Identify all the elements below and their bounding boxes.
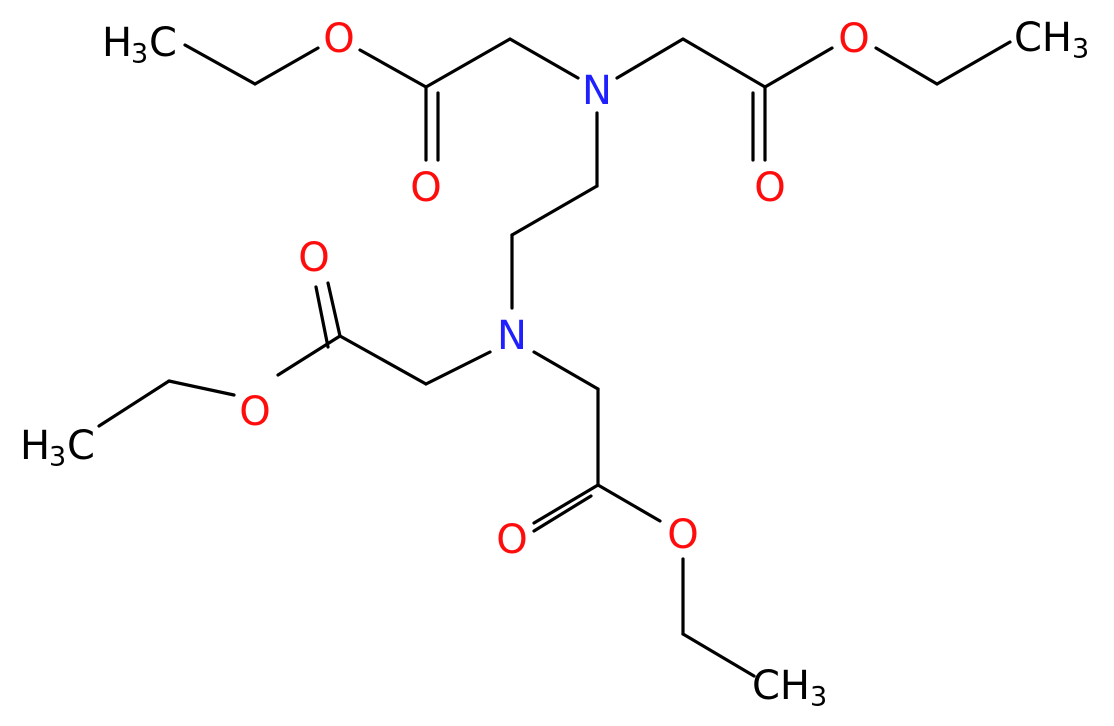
- methyl-c-top-left: C: [149, 20, 177, 66]
- methyl-ch-top-right: CH: [1014, 15, 1072, 61]
- bond-ch2-ch3-top-right: [935, 40, 1012, 86]
- methyl-subscript-top-right: 3: [1072, 34, 1089, 65]
- bond-ch2-ch3-lower-right: [681, 632, 756, 678]
- atom-nitrogen-top: N: [582, 68, 612, 114]
- bond-ch3-ch2-top-left: [183, 43, 257, 86]
- bond-ch2-c-lower-left: [338, 334, 428, 386]
- methyl-ch-lower-right: CH: [752, 663, 810, 709]
- atom-oxygen-ester-top-left: O: [323, 16, 354, 62]
- atom-oxygen-ester-top-right: O: [838, 16, 869, 62]
- bond-ch2-n-top-left: [508, 37, 580, 80]
- bond-o-ch2-lower-left: [167, 379, 236, 397]
- methyl-group-lower-right: CH 3: [752, 663, 827, 713]
- methyl-subscript-lower-left: 3: [49, 442, 66, 473]
- bond-n-ch2-top-right: [615, 37, 685, 80]
- methyl-subscript-lower-right: 3: [810, 682, 827, 713]
- bond-ch2-o-top-left: [253, 46, 320, 86]
- methyl-group-top-right: CH 3: [1014, 15, 1089, 65]
- atom-oxygen-ester-lower-left: O: [239, 389, 270, 435]
- bond-layer: [97, 37, 1012, 678]
- bond-n-ch2-lower-right: [532, 350, 600, 391]
- atom-label-layer: N N O O O O O O O O H 3 C H 3 C CH 3 CH …: [20, 15, 1089, 713]
- methyl-h-top-left: H: [102, 20, 132, 66]
- methyl-subscript-top-left: 3: [131, 39, 148, 70]
- atom-oxygen-ester-lower-right: O: [667, 512, 698, 558]
- methyl-c-lower-left: C: [67, 423, 95, 469]
- atom-oxygen-carbonyl-top-right: O: [754, 165, 785, 211]
- atom-oxygen-carbonyl-top-left: O: [410, 165, 441, 211]
- bond-c-o-double-lower-right-b: [532, 494, 593, 533]
- methyl-group-top-left: H 3 C: [102, 20, 177, 70]
- methyl-group-lower-left: H 3 C: [20, 423, 95, 473]
- bond-c-o-lower-right: [596, 483, 662, 523]
- bond-c-ch2-top-left: [424, 37, 512, 89]
- atom-oxygen-carbonyl-lower-right: O: [496, 517, 527, 563]
- bond-c-o-double-lower-right-a: [532, 483, 600, 525]
- bond-c-o-double-lower-left-b: [314, 285, 330, 349]
- bond-bridge-ch2-ch2: [510, 184, 599, 237]
- bond-ch2-c-top-right: [681, 37, 767, 89]
- bond-c-o-top-right: [763, 46, 834, 89]
- methyl-h-lower-left: H: [20, 423, 50, 469]
- atom-oxygen-carbonyl-lower-left: O: [298, 235, 329, 281]
- atom-nitrogen-bottom: N: [497, 313, 527, 359]
- bond-o-c-top-left: [358, 48, 428, 89]
- bond-n-ch2-lower-left: [424, 350, 492, 386]
- bond-c-o-double-lower-left-a: [326, 281, 342, 338]
- bond-ch2-ch3-lower-left: [97, 379, 171, 428]
- bond-o-ch2-top-right: [874, 46, 939, 86]
- bond-c-o-lower-left: [276, 334, 342, 377]
